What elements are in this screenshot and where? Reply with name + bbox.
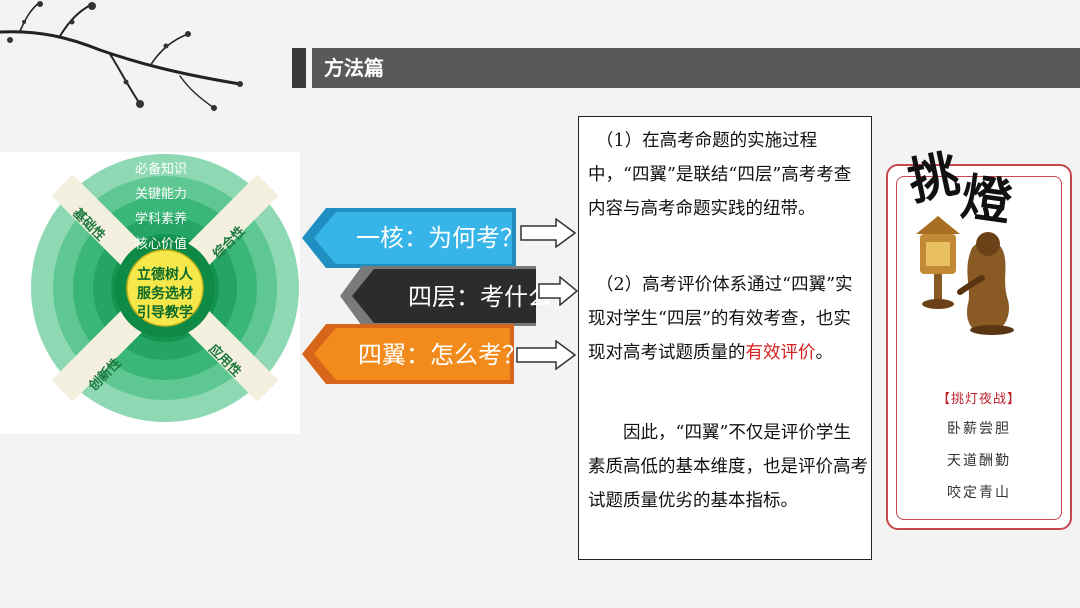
motto-caption: 【挑灯夜战】: [936, 392, 1021, 407]
ring-label-values: 核心价值: [134, 237, 187, 252]
flow-label-wings: 四翼：怎么考？: [358, 341, 526, 369]
motto-line-3: 咬定青山: [947, 485, 1011, 501]
pointer-arrow-3: [516, 340, 576, 370]
flow-arrow-core: [302, 208, 516, 268]
motto-card: [886, 164, 1072, 530]
header-accent-bar: [292, 48, 306, 88]
center-text-3: 引导教学: [137, 305, 193, 321]
flow-arrow-layers: [340, 266, 536, 326]
explanation-box: [578, 116, 872, 560]
paragraph-1-text: （1）在高考命题的实施过程中，“四翼”是联结“四层”高考考查内容与高考命题实践的…: [588, 131, 852, 219]
paragraph-2-text: （2）高考评价体系通过“四翼”实现对学生“四层”的有效考查，也实现对高考试题质量…: [588, 275, 853, 363]
highlight-effective-evaluation: 有效评价: [745, 343, 816, 363]
paragraph-2: （2）高考评价体系通过“四翼”实现对学生“四层”的有效考查，也实现对高考试题质量…: [588, 268, 868, 370]
motto-line-2: 天道酬勤: [947, 453, 1011, 469]
ring-label-literacy: 学科素养: [134, 212, 187, 227]
center-text-1: 立德树人: [137, 267, 193, 283]
lamp-figure-illustration: [916, 216, 1014, 335]
motto-card-inner-border: [896, 176, 1062, 520]
paragraph-3-text: 因此，“四翼”不仅是评价学生素质高低的基本维度，也是评价高考试题质量优劣的基本指…: [588, 423, 868, 511]
paragraph-2-end: 。: [815, 343, 834, 363]
flow-label-core: 一核：为何考？: [356, 224, 524, 252]
pointer-arrow-1: [520, 218, 576, 248]
paragraph-1: （1）在高考命题的实施过程中，“四翼”是联结“四层”高考考查内容与高考命题实践的…: [588, 124, 868, 226]
ring-label-knowledge: 必备知识: [134, 162, 187, 177]
evaluation-wheel: [31, 154, 299, 422]
motto-line-1: 卧薪尝胆: [947, 421, 1011, 437]
page-title: 方法篇: [324, 56, 384, 80]
paragraph-3: 因此，“四翼”不仅是评价学生素质高低的基本维度，也是评价高考试题质量优劣的基本指…: [588, 416, 868, 518]
ring-label-ability: 关键能力: [134, 187, 187, 202]
plum-branch-decoration: [0, 1, 243, 111]
header-bar: [312, 48, 1080, 88]
flow-arrow-wings: [302, 324, 514, 384]
pointer-arrow-2: [538, 276, 578, 306]
center-text-2: 服务选材: [137, 286, 193, 302]
